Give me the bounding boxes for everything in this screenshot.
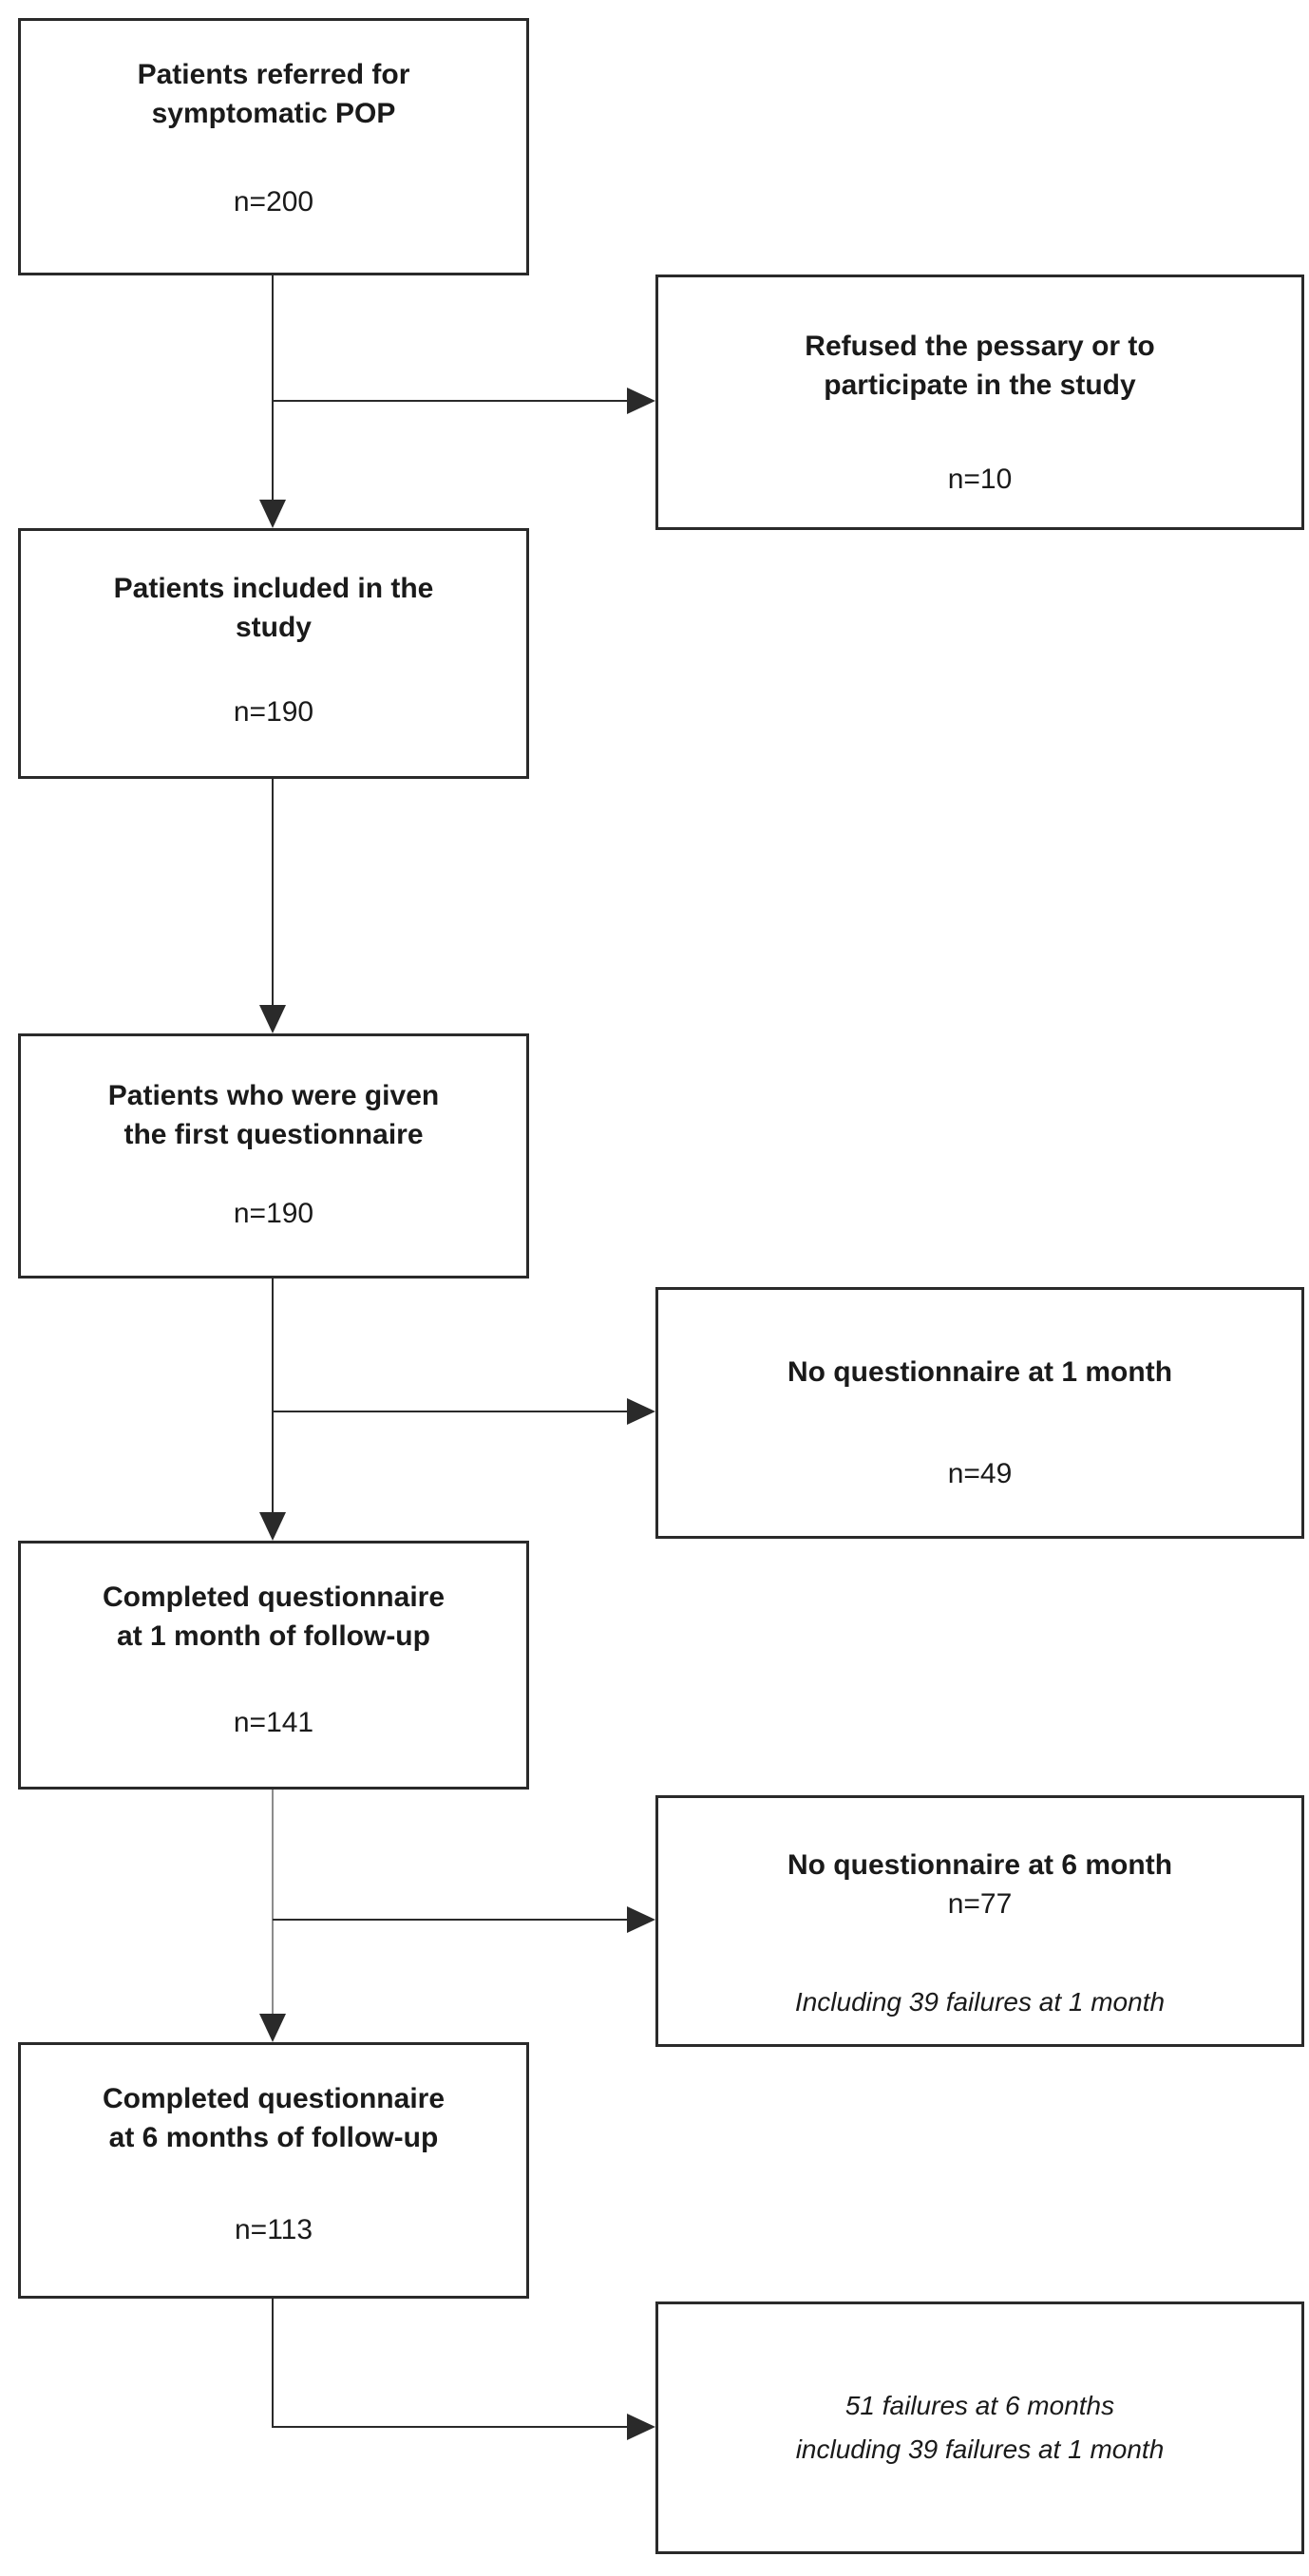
box-count: n=49 bbox=[947, 1458, 1013, 1489]
branch-to-no-questionnaire-1-month bbox=[273, 1411, 627, 1412]
box-title-line: participate in the study bbox=[824, 369, 1136, 401]
arrowhead-down-first-questionnaire bbox=[259, 1005, 286, 1033]
box-title: Patients included in the study bbox=[114, 569, 434, 647]
box-completed-1-month: Completed questionnaire at 1 month of fo… bbox=[18, 1541, 529, 1790]
box-title-line: No questionnaire at 1 month bbox=[787, 1356, 1173, 1388]
box-title-line: at 1 month of follow-up bbox=[117, 1620, 430, 1652]
arrowhead-right-failures-6-months bbox=[627, 2414, 655, 2440]
branch-to-no-questionnaire-6-month bbox=[273, 1919, 627, 1921]
box-title: No questionnaire at 6 month bbox=[787, 1846, 1172, 1885]
box-title-line: Patients who were given bbox=[107, 1080, 440, 1111]
arrowhead-right-no-questionnaire-1-month bbox=[627, 1398, 655, 1425]
box-count: n=141 bbox=[233, 1707, 314, 1738]
box-title: Refused the pessary or to participate in… bbox=[805, 327, 1154, 405]
box-count: n=190 bbox=[233, 696, 314, 728]
arrowhead-down-included bbox=[259, 500, 286, 528]
box-count: n=190 bbox=[233, 1198, 314, 1229]
box-note: 51 failures at 6 months including 39 fai… bbox=[796, 2384, 1165, 2472]
box-title-line: Completed questionnaire bbox=[102, 1582, 446, 1613]
arrowhead-right-no-questionnaire-6-month bbox=[627, 1906, 655, 1933]
box-note-line: including 39 failures at 1 month bbox=[795, 2434, 1165, 2464]
box-title-line: Completed questionnaire bbox=[102, 2083, 446, 2114]
box-title-line: Refused the pessary or to bbox=[805, 331, 1155, 362]
box-title: Completed questionnaire at 6 months of f… bbox=[103, 2079, 445, 2157]
box-failures-6-months: 51 failures at 6 months including 39 fai… bbox=[655, 2301, 1304, 2554]
box-count: n=113 bbox=[234, 2214, 313, 2245]
branch-to-failures-6-months bbox=[272, 2426, 627, 2428]
box-note-line: 51 failures at 6 months bbox=[844, 2391, 1115, 2420]
box-title-line: the first questionnaire bbox=[123, 1119, 424, 1150]
box-count: n=77 bbox=[947, 1888, 1013, 1920]
connector-first-questionnaire-to-completed-1-month bbox=[272, 1279, 274, 1516]
box-count: n=200 bbox=[233, 186, 314, 218]
box-patients-included: Patients included in the study n=190 bbox=[18, 528, 529, 779]
box-title-line: at 6 months of follow-up bbox=[108, 2122, 439, 2153]
box-no-questionnaire-1-month: No questionnaire at 1 month n=49 bbox=[655, 1287, 1304, 1539]
box-completed-6-months: Completed questionnaire at 6 months of f… bbox=[18, 2042, 529, 2299]
box-title: No questionnaire at 1 month bbox=[787, 1353, 1172, 1392]
arrowhead-right-refused bbox=[627, 388, 655, 414]
connector-included-to-first-questionnaire bbox=[272, 779, 274, 1009]
box-title: Completed questionnaire at 1 month of fo… bbox=[103, 1578, 445, 1656]
arrowhead-down-completed-6-months bbox=[259, 2014, 286, 2042]
arrowhead-down-completed-1-month bbox=[259, 1512, 286, 1541]
connector-referred-to-included bbox=[272, 275, 274, 503]
box-first-questionnaire: Patients who were given the first questi… bbox=[18, 1033, 529, 1279]
box-patients-referred: Patients referred for symptomatic POP n=… bbox=[18, 18, 529, 275]
box-refused: Refused the pessary or to participate in… bbox=[655, 275, 1304, 530]
box-title-line: symptomatic POP bbox=[151, 98, 396, 129]
box-title-line: No questionnaire at 6 month bbox=[787, 1849, 1173, 1881]
connector-completed-6-months-elbow bbox=[272, 2299, 274, 2428]
box-title: Patients who were given the first questi… bbox=[108, 1076, 439, 1154]
box-title-line: Patients referred for bbox=[137, 59, 410, 90]
box-note: Including 39 failures at 1 month bbox=[794, 1987, 1166, 2017]
box-no-questionnaire-6-month: No questionnaire at 6 month n=77 Includi… bbox=[655, 1795, 1304, 2047]
box-count: n=10 bbox=[947, 464, 1013, 495]
box-title-line: Patients included in the bbox=[113, 573, 434, 604]
branch-to-refused bbox=[273, 400, 627, 402]
box-title-line: study bbox=[235, 612, 312, 643]
connector-completed-1-month-to-completed-6-months bbox=[272, 1790, 274, 2017]
box-title: Patients referred for symptomatic POP bbox=[138, 55, 410, 133]
